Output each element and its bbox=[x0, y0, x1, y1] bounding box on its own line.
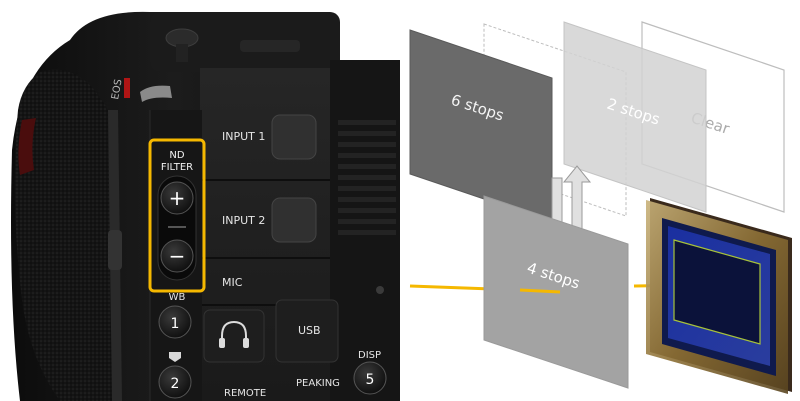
mic-label: MIC bbox=[222, 276, 243, 289]
button-2[interactable]: 2 bbox=[158, 365, 192, 399]
input2-label: INPUT 2 bbox=[222, 214, 265, 227]
nd-filter-plus-button[interactable]: + bbox=[160, 181, 194, 215]
nd-filter-diagram: Clear 2 stops 6 stops 4 stops bbox=[409, 21, 792, 394]
peaking-label: PEAKING bbox=[296, 378, 340, 389]
brand-mark: EOS bbox=[110, 78, 124, 100]
nd-minus-glyph: − bbox=[169, 244, 186, 268]
white-balance-icon bbox=[169, 352, 181, 362]
nd-filter-label-line1: ND bbox=[169, 150, 184, 161]
two-stops-filter-panel: 2 stops bbox=[563, 21, 707, 213]
input2-switch[interactable] bbox=[271, 197, 317, 243]
sensor-active-area bbox=[673, 239, 761, 345]
camera-side-panel: EOS INPUT 1 INPUT 2 MIC bbox=[11, 11, 400, 401]
image-sensor bbox=[646, 198, 792, 394]
button-5[interactable]: 5 bbox=[353, 361, 387, 395]
button-1-label: 1 bbox=[171, 316, 180, 332]
usb-label: USB bbox=[298, 324, 321, 337]
wb-label: WB bbox=[169, 292, 186, 303]
button-2-label: 2 bbox=[171, 376, 180, 392]
vent-fins bbox=[338, 120, 396, 235]
six-stops-filter-panel: 6 stops bbox=[409, 29, 553, 223]
button-5-label: 5 bbox=[366, 372, 375, 388]
nd-filter-label-line2: FILTER bbox=[161, 162, 193, 173]
disp-label: DISP bbox=[358, 350, 381, 361]
button-1[interactable]: 1 bbox=[158, 305, 192, 339]
grip-red-strip bbox=[18, 118, 36, 175]
input1-label: INPUT 1 bbox=[222, 130, 265, 143]
brand-red-accent bbox=[124, 78, 130, 98]
camera-grip bbox=[14, 69, 115, 401]
nd-filter-highlight bbox=[148, 138, 206, 293]
nd-filter-minus-button[interactable]: − bbox=[160, 239, 194, 273]
input1-switch[interactable] bbox=[271, 114, 317, 160]
light-ray-inside-filter bbox=[519, 288, 561, 294]
nd-plus-glyph: + bbox=[169, 186, 186, 210]
headphone-icon bbox=[221, 320, 247, 345]
remote-label: REMOTE bbox=[224, 388, 266, 399]
